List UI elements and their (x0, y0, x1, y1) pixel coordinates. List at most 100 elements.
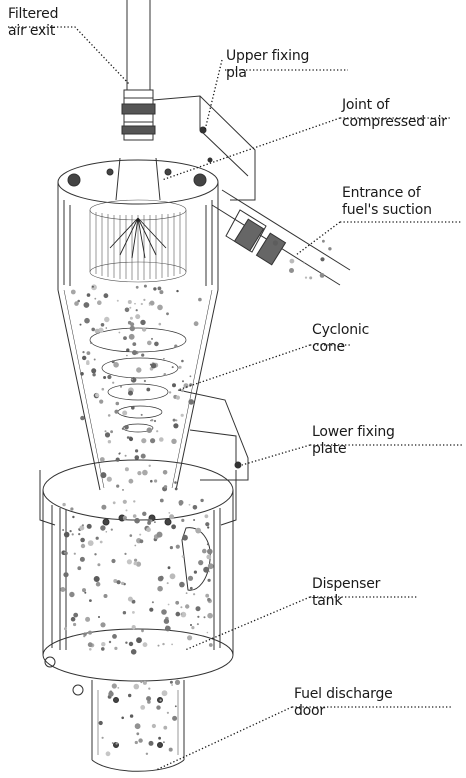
particle (82, 356, 86, 360)
particle (69, 592, 74, 597)
label-lower-fixing-plate: Lower fixing plate (312, 424, 395, 458)
particle (305, 277, 307, 279)
particle (172, 383, 176, 387)
particle (108, 691, 113, 696)
particle (80, 324, 82, 326)
particle (328, 247, 331, 250)
particle (138, 738, 142, 742)
particle (169, 748, 173, 752)
particle (154, 521, 156, 523)
particle (142, 512, 146, 516)
particle (62, 529, 64, 531)
particle (104, 317, 109, 322)
particle (116, 742, 118, 744)
particle (139, 534, 141, 536)
particle (164, 373, 167, 376)
particle (123, 611, 126, 614)
particle (147, 427, 153, 433)
particle (77, 566, 81, 570)
label-entrance-fuel-suction: Entrance of fuel's suction (342, 185, 432, 219)
particle (125, 642, 127, 644)
particle (169, 514, 174, 519)
particle (129, 479, 134, 484)
particle (91, 284, 97, 290)
leader-entrance-fuel-suction (296, 222, 462, 255)
particle (188, 399, 194, 405)
particle (159, 323, 162, 326)
particle (87, 524, 92, 529)
particle (101, 642, 105, 646)
particle (124, 425, 129, 430)
particle (128, 300, 132, 304)
particle (168, 604, 170, 606)
particle (207, 613, 213, 619)
particle (85, 617, 90, 622)
particle (89, 648, 92, 651)
particle (181, 613, 183, 615)
particle (122, 489, 124, 491)
particle (106, 751, 111, 756)
particle (133, 514, 137, 518)
particle (152, 601, 154, 603)
particle (135, 723, 141, 729)
particle (73, 623, 76, 626)
particle (133, 500, 135, 502)
particle (181, 389, 184, 392)
particle (125, 308, 130, 313)
particle (135, 314, 140, 319)
particle (309, 276, 312, 279)
particle (174, 481, 177, 484)
particle (167, 712, 169, 714)
particle (142, 327, 146, 331)
particle (162, 690, 168, 696)
dispenser-tank (40, 460, 236, 695)
particle (320, 257, 324, 261)
label-dispenser-tank: Dispenser tank (312, 576, 380, 610)
particle (72, 533, 74, 535)
particle (106, 531, 108, 533)
particle (207, 632, 209, 634)
particle (128, 597, 133, 602)
particle (136, 367, 141, 372)
particle (130, 326, 135, 331)
particle (63, 572, 68, 577)
particle (130, 322, 134, 326)
particle (122, 411, 127, 416)
particle (170, 573, 176, 579)
particle (130, 534, 133, 537)
lower-fixing-plate (178, 390, 248, 480)
particle (176, 290, 178, 292)
particle (135, 455, 140, 460)
particle (94, 576, 100, 582)
particle (122, 428, 124, 430)
particle (105, 432, 110, 437)
label-joint-compressed-air: Joint of compressed air (342, 97, 447, 131)
particle (182, 380, 184, 382)
particle (158, 645, 160, 647)
particle (131, 379, 133, 381)
particle (104, 594, 108, 598)
particle (84, 318, 90, 324)
particle (154, 342, 159, 347)
particle (149, 304, 151, 306)
particle (290, 259, 295, 264)
particle (190, 375, 192, 377)
particle (209, 643, 213, 647)
particle (185, 604, 189, 608)
particle (146, 753, 148, 755)
particle (74, 553, 76, 555)
particle (129, 437, 133, 441)
particle (126, 355, 128, 357)
filter-cartridge (90, 200, 186, 282)
particle (175, 601, 179, 605)
particle (150, 438, 155, 443)
particle (109, 641, 111, 643)
particle (206, 555, 211, 560)
particle (113, 362, 119, 368)
particle (126, 509, 128, 511)
particle (166, 312, 169, 315)
particle (158, 287, 162, 291)
particle (172, 366, 174, 368)
particle (175, 705, 177, 707)
particle (103, 376, 106, 379)
